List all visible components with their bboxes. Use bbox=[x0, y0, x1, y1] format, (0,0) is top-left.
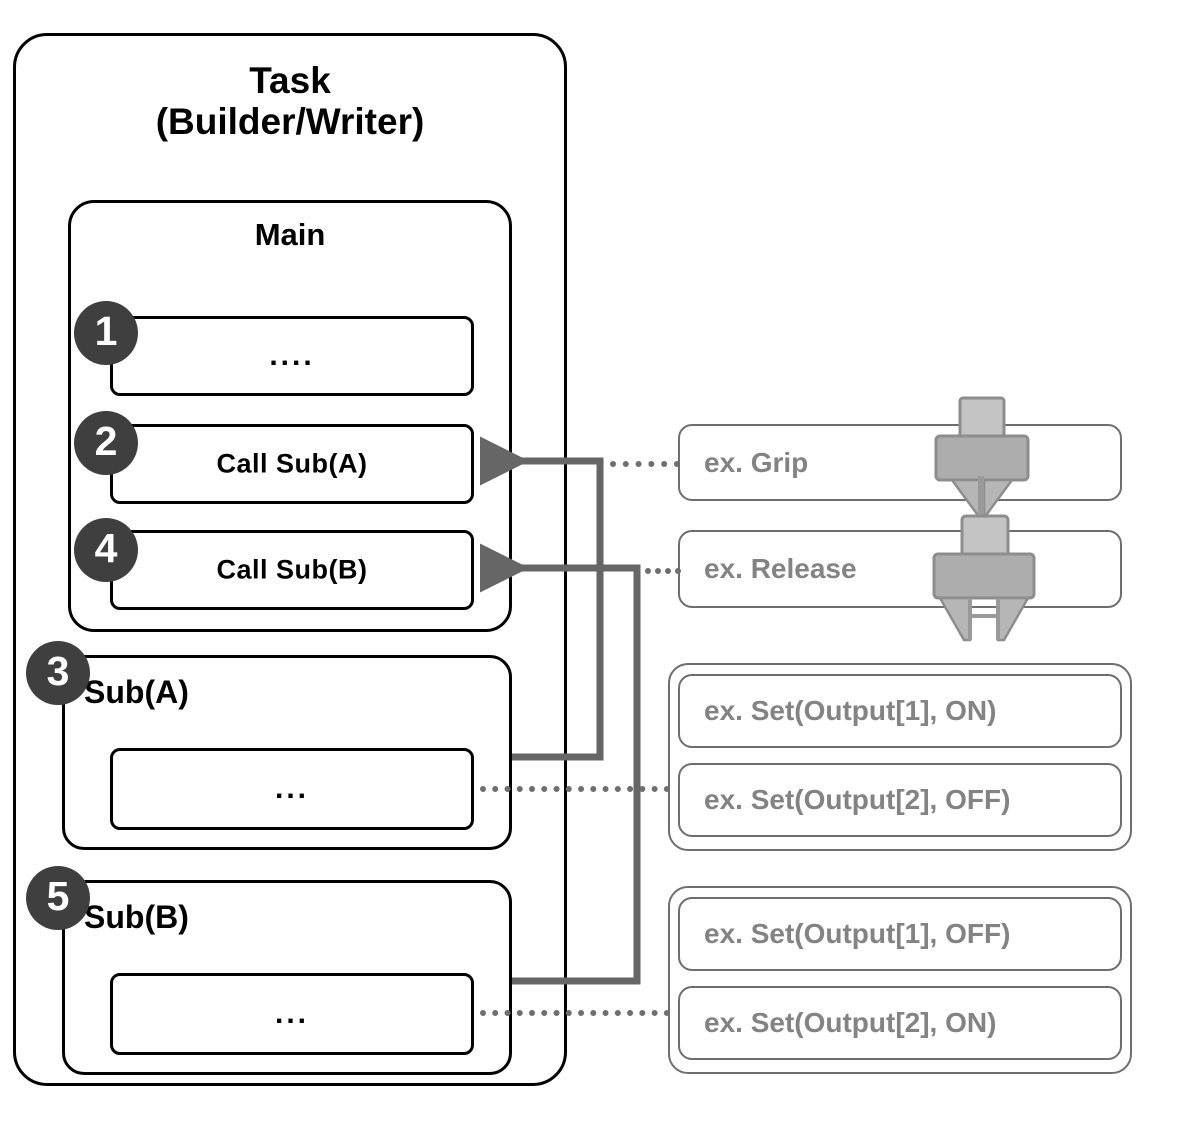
step-badge-2-number: 2 bbox=[94, 417, 118, 464]
example-set-output2-off-label: ex. Set(Output[2], OFF) bbox=[704, 784, 1011, 815]
dotted-link-grip bbox=[610, 461, 680, 467]
gripper-open-icon bbox=[932, 514, 1036, 642]
sub-b-body[interactable]: ... bbox=[110, 973, 474, 1055]
task-title-line2: (Builder/Writer) bbox=[155, 101, 425, 143]
step-badge-4-number: 4 bbox=[94, 524, 118, 571]
example-action-grip[interactable]: ex. Grip bbox=[678, 424, 1122, 501]
step-badge-3: 3 bbox=[26, 641, 90, 705]
example-set-output2-off[interactable]: ex. Set(Output[2], OFF) bbox=[678, 763, 1122, 837]
step-badge-5-number: 5 bbox=[46, 872, 70, 919]
main-step-2[interactable]: Call Sub(A) bbox=[110, 424, 474, 504]
step-badge-3-number: 3 bbox=[46, 647, 70, 694]
example-set-output1-off-label: ex. Set(Output[1], OFF) bbox=[704, 918, 1011, 949]
main-step-1[interactable]: .... bbox=[110, 316, 474, 396]
example-set-output1-on-label: ex. Set(Output[1], ON) bbox=[704, 695, 997, 726]
example-set-output2-on-label: ex. Set(Output[2], ON) bbox=[704, 1007, 997, 1038]
main-step-2-label: Call Sub(A) bbox=[216, 448, 368, 479]
step-badge-5: 5 bbox=[26, 866, 90, 930]
example-action-release[interactable]: ex. Release bbox=[678, 530, 1122, 608]
example-action-grip-label: ex. Grip bbox=[704, 446, 809, 478]
dotted-link-sub-b bbox=[480, 1010, 670, 1016]
example-set-output1-off[interactable]: ex. Set(Output[1], OFF) bbox=[678, 897, 1122, 971]
example-action-release-label: ex. Release bbox=[704, 553, 857, 584]
main-title: Main bbox=[254, 217, 326, 252]
example-set-output1-on[interactable]: ex. Set(Output[1], ON) bbox=[678, 674, 1122, 748]
main-step-4[interactable]: Call Sub(B) bbox=[110, 530, 474, 610]
sub-b-label: Sub(B) bbox=[84, 899, 189, 935]
sub-b-body-label: ... bbox=[274, 997, 309, 1030]
main-step-1-label: .... bbox=[269, 339, 315, 372]
gripper-closed-icon bbox=[934, 396, 1030, 520]
step-badge-4: 4 bbox=[74, 518, 138, 582]
dotted-link-sub-a bbox=[480, 786, 670, 792]
sub-a-body[interactable]: ... bbox=[110, 748, 474, 830]
sub-a-label: Sub(A) bbox=[84, 674, 189, 710]
dotted-link-release bbox=[645, 568, 681, 574]
main-step-4-label: Call Sub(B) bbox=[216, 554, 368, 585]
step-badge-1-number: 1 bbox=[94, 307, 118, 354]
step-badge-2: 2 bbox=[74, 411, 138, 475]
example-set-output2-on[interactable]: ex. Set(Output[2], ON) bbox=[678, 986, 1122, 1060]
sub-a-body-label: ... bbox=[274, 772, 309, 805]
task-title: Task (Builder/Writer) bbox=[13, 60, 567, 143]
task-title-line1: Task bbox=[249, 60, 331, 101]
step-badge-1: 1 bbox=[74, 301, 138, 365]
